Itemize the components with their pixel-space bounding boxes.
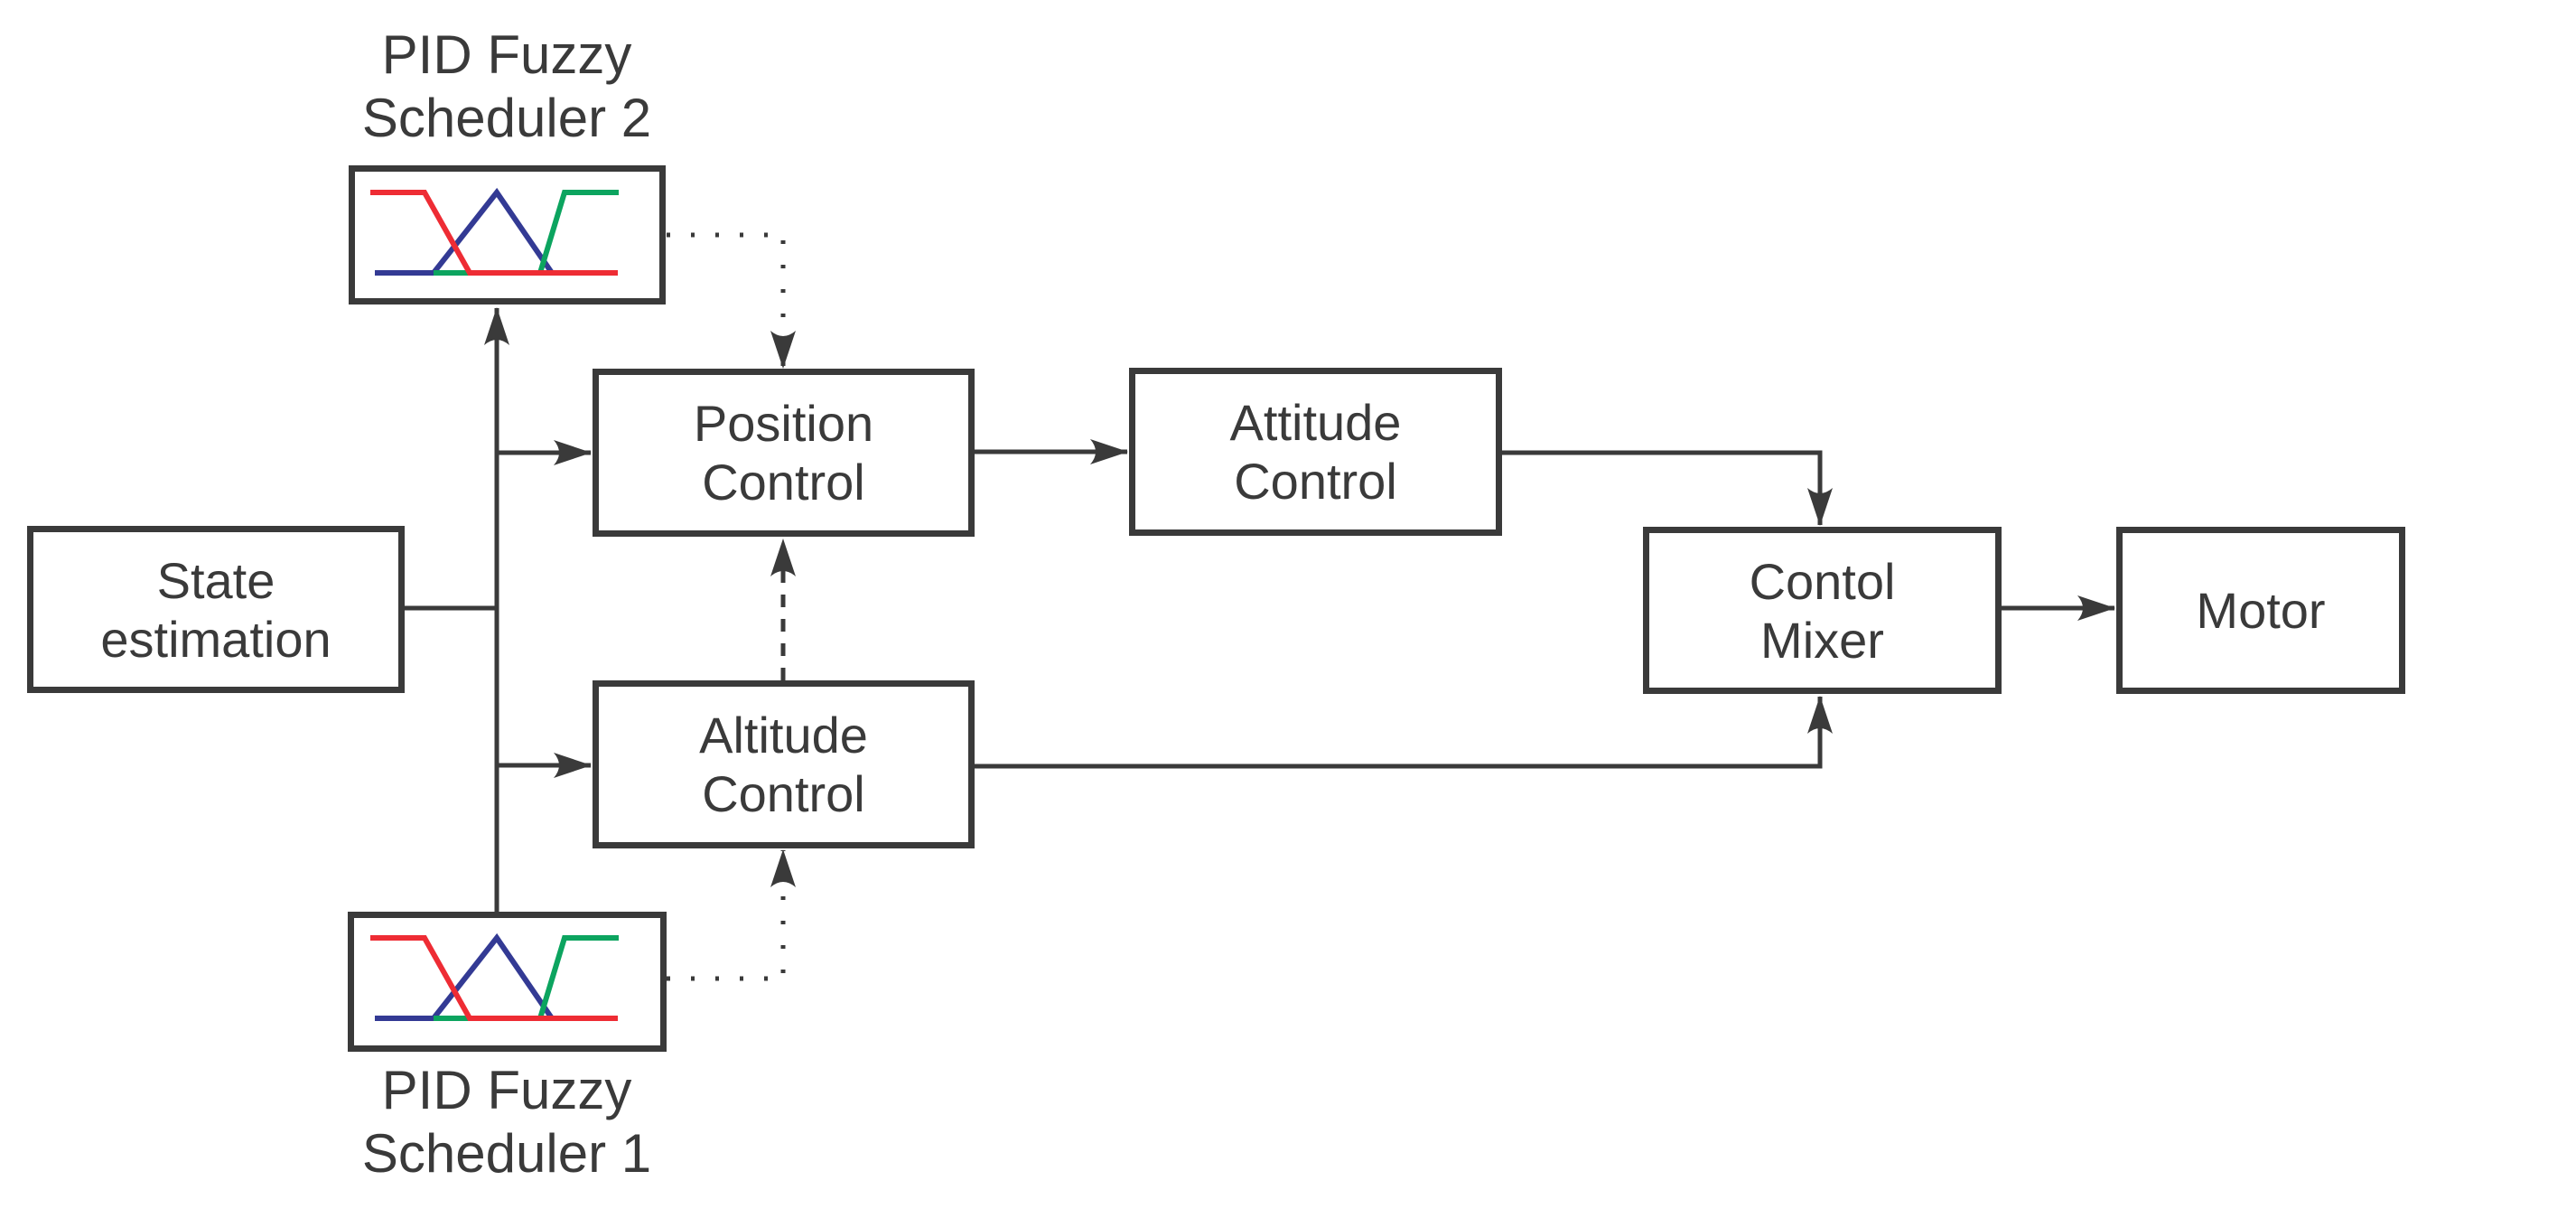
altitude-control-box: Altitude Control <box>593 680 975 848</box>
position-control-label: Position Control <box>693 395 874 511</box>
wire-altitude-to-mixer <box>975 696 1833 769</box>
attitude-control-label: Attitude Control <box>1229 394 1402 510</box>
motor-box: Motor <box>2116 527 2405 694</box>
state-estimation-label: State estimation <box>100 551 331 668</box>
contol-mixer-label: Contol Mixer <box>1749 552 1896 669</box>
motor-label: Motor <box>2196 582 2326 639</box>
pid-fuzzy-scheduler-1-box <box>348 912 667 1052</box>
scheduler1-title: PID Fuzzy Scheduler 1 <box>361 1060 652 1184</box>
scheduler2-title: PID Fuzzy Scheduler 2 <box>361 24 652 148</box>
wire-scheduler2-to-position-dotted <box>667 232 796 369</box>
position-control-box: Position Control <box>593 369 975 537</box>
pid-fuzzy-scheduler-2-box <box>349 165 666 304</box>
attitude-control-box: Attitude Control <box>1129 368 1502 536</box>
altitude-control-label: Altitude Control <box>699 707 868 822</box>
wire-attitude-to-mixer <box>1502 450 1833 526</box>
contol-mixer-box: Contol Mixer <box>1643 527 2002 694</box>
wire-scheduler1-to-altitude-dotted <box>667 849 796 981</box>
state-estimation-box: State estimation <box>27 526 405 693</box>
